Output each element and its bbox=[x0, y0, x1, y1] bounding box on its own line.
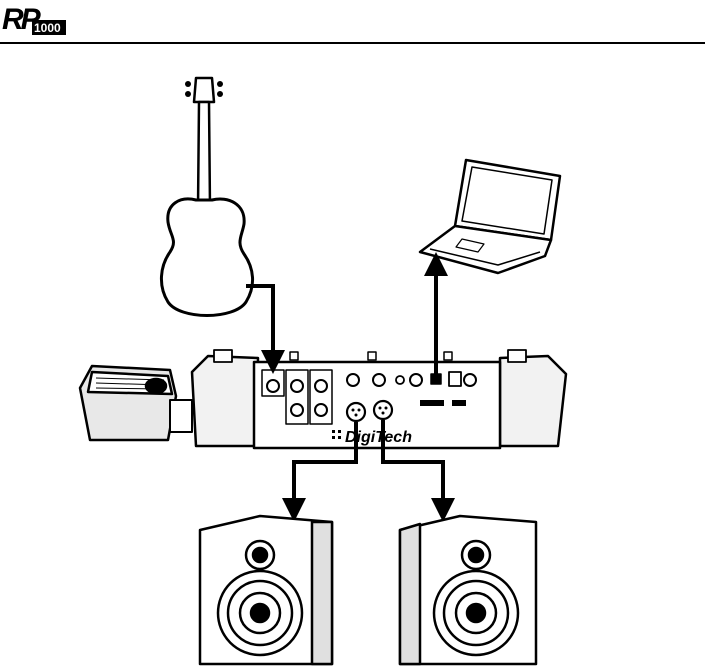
expression-pedal-icon bbox=[80, 366, 192, 440]
studio-monitor-icon bbox=[200, 516, 536, 664]
rp1000-unit: DigiTech bbox=[192, 350, 566, 448]
laptop-icon bbox=[420, 160, 560, 273]
digitech-logo: DigiTech bbox=[332, 429, 412, 446]
electric-guitar-icon bbox=[161, 78, 252, 316]
